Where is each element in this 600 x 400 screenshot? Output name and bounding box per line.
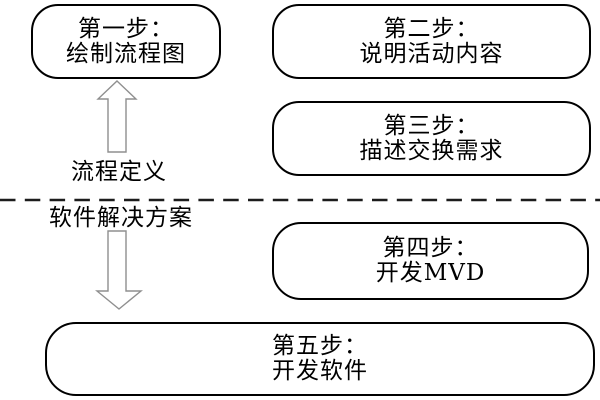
step4-subtitle: 开发MVD	[375, 260, 486, 286]
step3-box: 第三步： 描述交换需求	[272, 101, 591, 176]
step1-subtitle: 绘制流程图	[66, 40, 186, 67]
step2-subtitle: 说明活动内容	[359, 40, 504, 67]
step4-box: 第四步： 开发MVD	[272, 222, 589, 300]
step1-title: 第一步：	[78, 15, 174, 42]
step2-box: 第二步： 说明活动内容	[272, 4, 591, 79]
software-solution-label: 软件解决方案	[49, 205, 193, 231]
up-arrow-icon	[96, 80, 138, 153]
down-arrow-icon	[95, 230, 143, 310]
step1-box: 第一步： 绘制流程图	[31, 4, 221, 79]
process-definition-label: 流程定义	[71, 159, 167, 185]
step5-box: 第五步： 开发软件	[45, 322, 595, 396]
step4-title: 第四步：	[382, 235, 479, 261]
step2-title: 第二步：	[383, 15, 480, 42]
step3-title: 第三步：	[383, 112, 480, 139]
step5-subtitle: 开发软件	[272, 358, 368, 384]
step3-subtitle: 描述交换需求	[359, 137, 504, 164]
step5-title: 第五步：	[272, 333, 368, 359]
